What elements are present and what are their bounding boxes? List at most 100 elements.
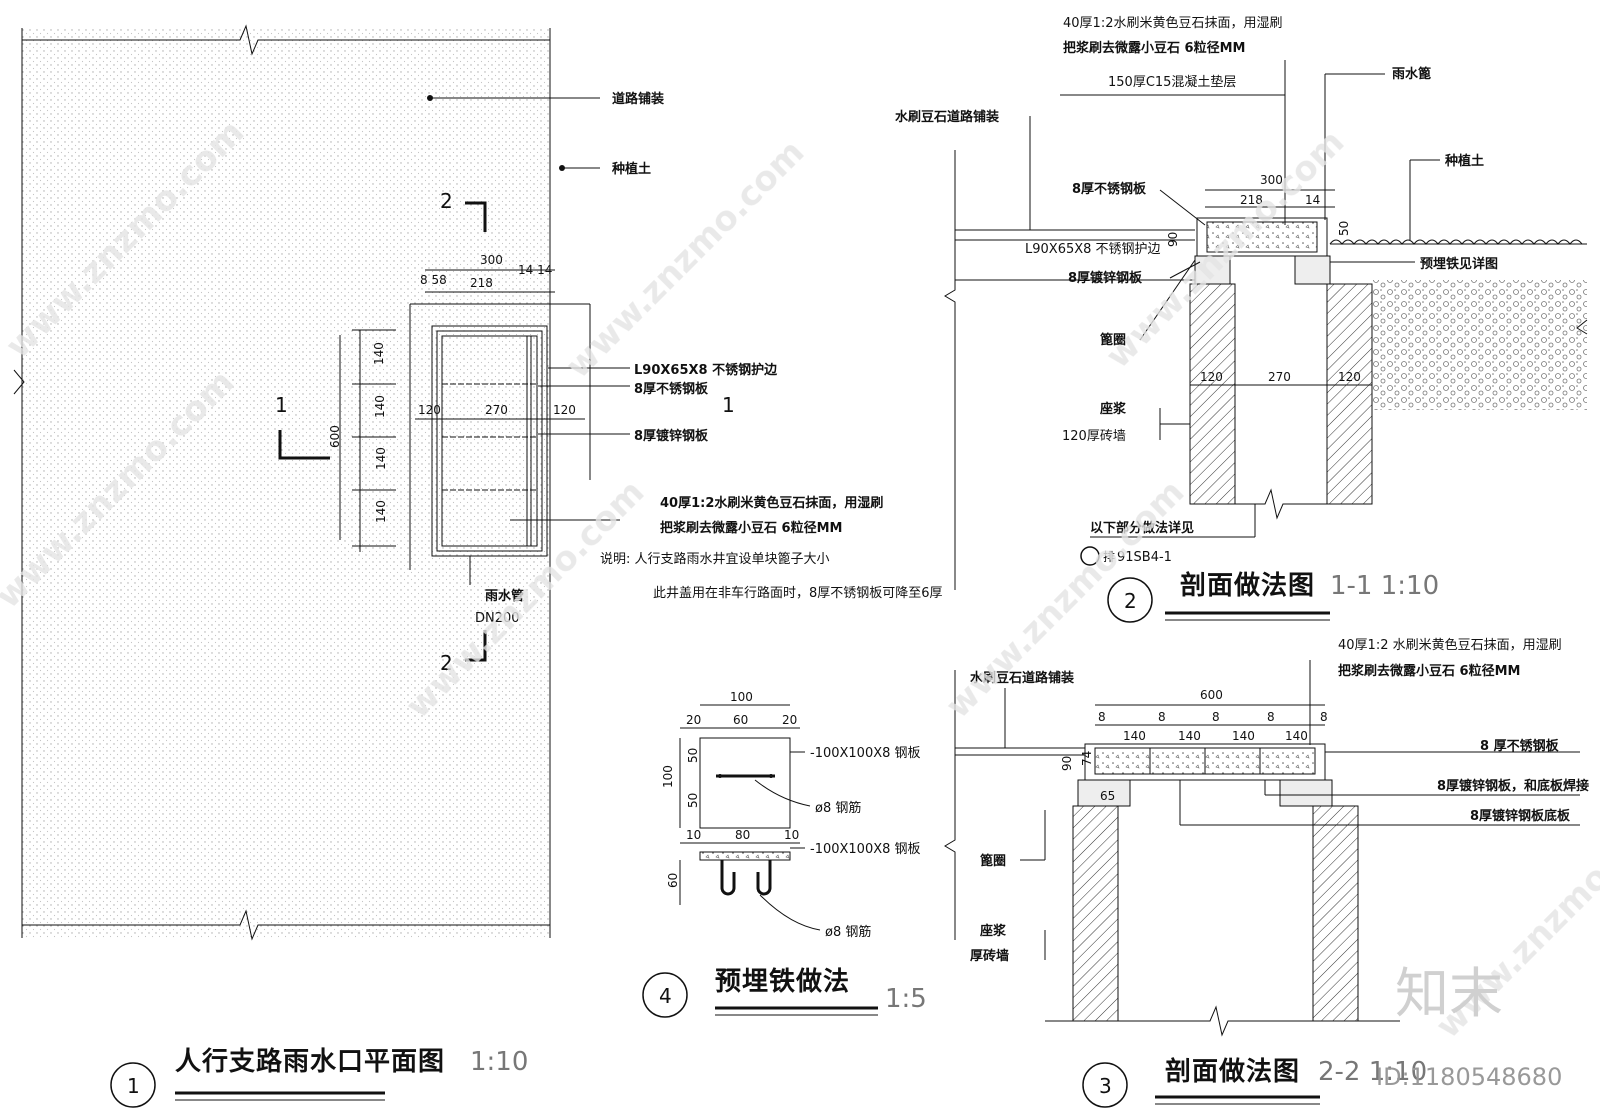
s1-finish-label-1: 40厚1:2水刷米黄色豆石抹面，用湿刷 (1063, 15, 1282, 31)
s1-wall-label: 120厚砖墙 (1062, 429, 1126, 444)
embed-plate-section (699, 851, 791, 861)
embed-plate-label-1: -100X100X8 钢板 (810, 746, 921, 761)
s2-finish-label-2: 把浆刷去微露小豆石 6粒径MM (1338, 663, 1520, 679)
drawing-1-scale: 1:10 (470, 1047, 528, 1077)
s1-paving-label: 水刷豆石道路铺装 (895, 109, 999, 125)
s2-dim-600: 600 (1200, 688, 1223, 702)
s1-dim-90: 90 (1166, 232, 1180, 247)
s2-dim-140-b: 140 (1178, 729, 1201, 743)
brick-wall-right (1326, 283, 1373, 505)
embed-plate-plan (699, 737, 791, 829)
watermark-site-5: www.znzmo.com (938, 472, 1192, 726)
drawing-2-number: 2 (1124, 589, 1137, 613)
dim-120-a: 120 (418, 403, 441, 417)
grate-section (1206, 221, 1318, 253)
dim-600: 600 (328, 425, 342, 448)
plan-soil-label: 种植土 (611, 161, 651, 177)
s1-dim-270: 270 (1268, 370, 1291, 384)
plan-note-1: 说明: 人行支路雨水井宜设单块篦子大小 (600, 551, 830, 567)
drawing-4-title: 预埋铁做法 (715, 966, 850, 997)
watermark-site-4: www.znzmo.com (558, 132, 812, 386)
s1-dim-50: 50 (1337, 221, 1351, 236)
section-mark-2-top: 2 (440, 189, 453, 213)
s2-galv-base-label: 8厚镀锌钢板底板 (1470, 808, 1571, 824)
s1-mortar-label: 座浆 (1099, 401, 1127, 417)
drawing-3-scale: 2-2 1:10 (1318, 1057, 1427, 1087)
s2-paving-label: 水刷豆石道路铺装 (970, 670, 1074, 686)
section-2-2-drawing: 600 8 140 8 140 8 140 8 140 8 90 74 65 4… (944, 637, 1589, 1108)
embed-rebar-label-1: ø8 钢筋 (815, 800, 861, 816)
s2-dim-140-c: 140 (1232, 729, 1255, 743)
s1-dim-300: 300 (1260, 173, 1283, 187)
e-dim-80: 80 (735, 828, 750, 842)
s2-dim-90: 90 (1060, 756, 1074, 771)
e-dim-20-a: 20 (686, 713, 701, 727)
s1-dim-120-a: 120 (1200, 370, 1223, 384)
e-dim-60-v: 60 (666, 873, 680, 888)
dim-300: 300 (480, 253, 503, 267)
drawing-2-title: 剖面做法图 (1180, 570, 1315, 601)
watermark-id: ID:1180548680 (1376, 1063, 1562, 1091)
s2-dim-8-c: 8 (1212, 710, 1220, 724)
e-dim-100-v: 100 (661, 765, 675, 788)
dim-1414: 14 14 (518, 263, 552, 277)
s2-dim-74: 74 (1080, 751, 1094, 766)
s2-ring-label: 篦圈 (980, 853, 1006, 869)
plan-view-drawing: 道路铺装 种植土 300 218 8 58 14 14 600 140 140 … (13, 24, 943, 1108)
embed-plate-label-2: -100X100X8 钢板 (810, 842, 921, 857)
embed-rebar-label-2: ø8 钢筋 (825, 924, 871, 940)
section-1-1-drawing: 300 218 14 50 90 120 270 120 40厚1:2水刷米黄色… (895, 15, 1588, 623)
paving-area (22, 28, 550, 938)
s2-dim-row: 8 140 8 140 8 140 8 140 8 (1098, 710, 1328, 743)
s2-dim-8-e: 8 (1320, 710, 1328, 724)
embedded-iron-drawing: 100 20 60 20 100 50 50 -100X100X8 钢板 ø8 … (642, 690, 927, 1018)
e-dim-50-a: 50 (686, 748, 700, 763)
plan-angle-label: L90X65X8 不锈钢护边 (634, 362, 778, 378)
s2-mortar-label: 座浆 (979, 923, 1007, 939)
section-mark-1-right: 1 (722, 393, 735, 417)
dim-ticks-left (352, 329, 396, 547)
dim-120-b: 120 (553, 403, 576, 417)
s1-soil-label: 种植土 (1444, 153, 1484, 169)
s2-wall-label: 厚砖墙 (970, 948, 1009, 964)
dim-218: 218 (470, 276, 493, 290)
s1-angle-label: L90X65X8 不锈钢护边 (1025, 242, 1161, 257)
pipe-label: 雨水管 (485, 588, 524, 604)
dim-140-b: 140 (373, 395, 387, 418)
drawing-3-number: 3 (1099, 1074, 1112, 1098)
s2-dim-8-b: 8 (1158, 710, 1166, 724)
e-dim-10-b: 10 (784, 828, 799, 842)
plan-note-2: 此井盖用在非车行路面时，8厚不锈钢板可降至6厚 (653, 585, 943, 601)
s1-ring-label: 篦圈 (1100, 332, 1126, 348)
s2-dim-140-a: 140 (1123, 729, 1146, 743)
drawing-3-title: 剖面做法图 (1165, 1056, 1300, 1087)
s1-ss-plate-label: 8厚不锈钢板 (1072, 181, 1147, 197)
s1-ref-mark: 排 (1103, 550, 1115, 564)
s1-dim-14: 14 (1305, 193, 1320, 207)
dim-140-c: 140 (374, 447, 388, 470)
drawing-4-scale: 1:5 (885, 984, 927, 1014)
dim-140-a: 140 (372, 342, 386, 365)
dim-858: 8 58 (420, 273, 447, 287)
s1-finish-label-2: 把浆刷去微露小豆石 6粒径MM (1063, 40, 1245, 56)
e-dim-60: 60 (733, 713, 748, 727)
s2-ss-plate-label: 8 厚不锈钢板 (1480, 738, 1560, 754)
s2-dim-140-d: 140 (1285, 729, 1308, 743)
plan-ss-plate-label: 8厚不锈钢板 (634, 381, 709, 397)
plan-paving-label: 道路铺装 (612, 91, 664, 107)
s1-ref-code: 91SB4-1 (1117, 550, 1172, 565)
drawing-1-number: 1 (127, 1074, 140, 1098)
dim-140-d: 140 (374, 500, 388, 523)
plan-galv-plate-label: 8厚镀锌钢板 (634, 428, 709, 444)
e-dim-100: 100 (730, 690, 753, 704)
e-dim-50-b: 50 (686, 793, 700, 808)
plan-finish-label-1: 40厚1:2水刷米黄色豆石抹面，用湿刷 (660, 495, 883, 511)
s2-dim-65: 65 (1100, 789, 1115, 803)
brick-wall-left (1189, 283, 1236, 505)
s1-concrete-label: 150厚C15混凝土垫层 (1108, 74, 1236, 90)
section-mark-2-bottom: 2 (440, 651, 453, 675)
brick-wall-left-2 (1072, 805, 1119, 1022)
s1-grate-label: 雨水篦 (1392, 66, 1431, 82)
s1-dim-218: 218 (1240, 193, 1263, 207)
